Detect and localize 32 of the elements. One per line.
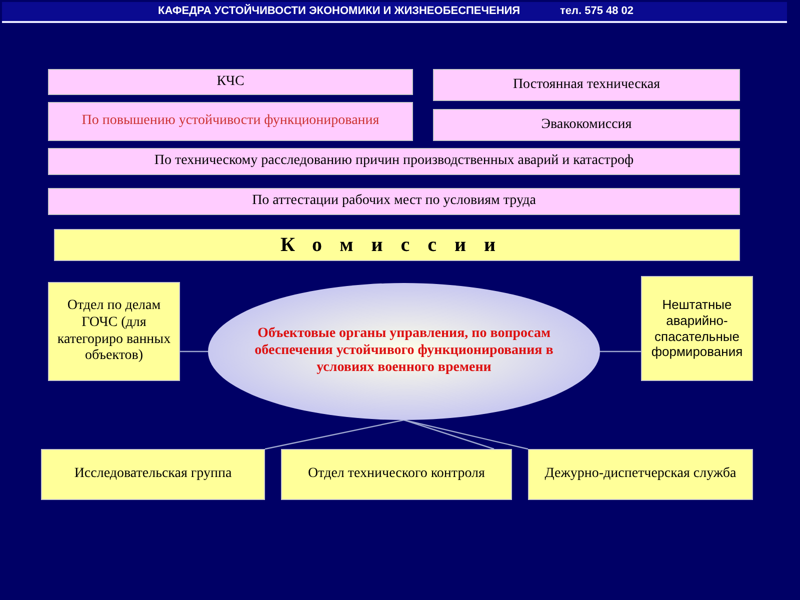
box-text: КЧС: [216, 74, 244, 90]
connector-line: [404, 419, 528, 450]
commission-box: [48, 102, 413, 141]
commission-box: [48, 69, 413, 95]
connector-line: [264, 419, 404, 450]
box-text: По техническому расследованию причин производственных аварий и катастроф: [154, 153, 634, 170]
commission-box: [48, 148, 740, 175]
connector-line: [404, 419, 494, 450]
box-text: Отдел технического контроля: [308, 466, 485, 483]
box-text: Эвакокомиссия: [541, 116, 632, 134]
box-text: Исследовательская группа: [74, 466, 232, 483]
box-text: Дежурно-диспетчерская служба: [544, 466, 736, 483]
commission-box: [433, 69, 740, 101]
unit-box: [281, 449, 512, 500]
commission-box: [48, 188, 740, 215]
box-text: Комиссии: [280, 233, 514, 257]
box-text: Нештатные аварийно-спасательные формирования: [650, 297, 744, 360]
unit-box: [528, 449, 753, 500]
commission-box: [433, 109, 740, 141]
box-text: Отдел по делам ГОЧС (для категориро ванных объектов): [56, 298, 172, 366]
box-text: Постоянная техническая: [512, 76, 660, 94]
unit-box: [48, 282, 180, 381]
unit-box: [641, 276, 753, 381]
connector-line: [600, 350, 641, 352]
box-text: По аттестации рабочих мест по условиям труда: [252, 193, 536, 210]
header-title: КАФЕДРА УСТОЙЧИВОСТИ ЭКОНОМИКИ И ЖИЗНЕОБЕСПЕЧЕНИЯ: [158, 5, 520, 17]
ellipse-text: Объектовые органы управления, по вопросам обеспечения устойчивого функционирования в условиях военного времени: [254, 326, 554, 377]
unit-box: [41, 449, 265, 500]
connector-line: [180, 350, 208, 352]
box-text: По повышению устойчивости функционирования: [82, 113, 380, 130]
unit-box: [54, 229, 740, 261]
phone-number: тел. 575 48 02: [560, 5, 634, 17]
